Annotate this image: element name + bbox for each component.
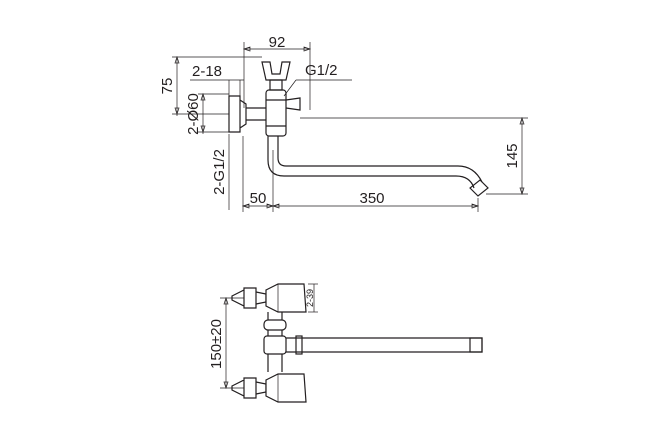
lower-eccentric: [231, 377, 257, 399]
dim-50: 50: [250, 190, 267, 207]
dim-150-20: 150±20: [208, 319, 225, 369]
aerator: [469, 179, 489, 197]
lower-handle: [265, 373, 307, 403]
holder-stem: [269, 79, 283, 91]
lower-connector: [255, 381, 267, 395]
spout-end: [469, 337, 483, 353]
spout-nut: [295, 335, 303, 355]
dim-2-g12: 2-G1/2: [211, 149, 228, 195]
center-ring: [263, 319, 287, 331]
spout: [267, 136, 483, 189]
side-view: 92 G1/2 2-18 75 2-Ø60 145 2-G1/2: [159, 34, 528, 212]
dim-92: 92: [269, 34, 286, 51]
wall-flange: [228, 95, 247, 133]
shower-holder: [261, 61, 291, 81]
dim-2-18: 2-18: [192, 63, 222, 80]
mixer-body: [265, 89, 287, 137]
spout-pipe: [286, 337, 483, 353]
upper-connector: [255, 291, 267, 305]
dim-2-39: 2-39: [305, 289, 315, 307]
dim-2-diam-60: 2-Ø60: [185, 93, 202, 135]
dim-g12: G1/2: [305, 62, 338, 79]
inlet-pipe: [246, 107, 266, 121]
upper-eccentric: [231, 287, 257, 309]
spout-joint: [263, 335, 287, 355]
upper-handle: [265, 283, 307, 313]
dim-350: 350: [359, 190, 384, 207]
front-view: 2-39 150±20: [208, 283, 483, 403]
dim-145: 145: [504, 143, 521, 168]
diverter-lever: [285, 97, 301, 111]
dim-75: 75: [159, 78, 176, 95]
body-rings: [266, 99, 286, 127]
